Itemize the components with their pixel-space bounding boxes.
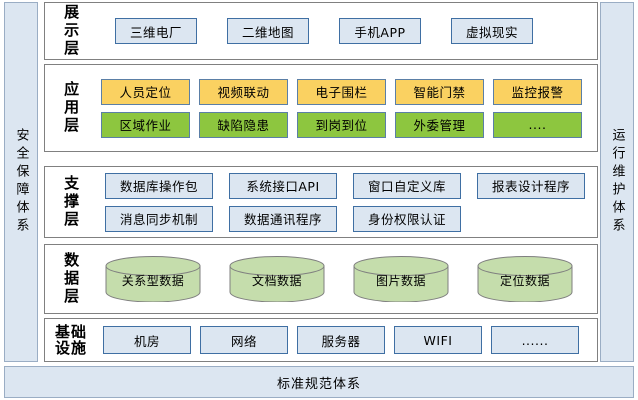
cylinder-shape-icon — [477, 256, 573, 302]
cylinder-label-0: 关系型数据 — [121, 274, 185, 288]
node-application-7[interactable]: 到岗到位 — [297, 111, 386, 138]
right-rail-label: 运行维护体系 — [609, 128, 625, 236]
cylinder-location-data[interactable]: 定位数据 — [477, 256, 573, 302]
node-application-8[interactable]: 外委管理 — [395, 111, 484, 138]
node-application-6[interactable]: 缺陷隐患 — [199, 111, 288, 138]
node-presentation-0[interactable]: 三维电厂 — [115, 18, 197, 44]
node-infrastructure-4[interactable]: ...... — [491, 326, 579, 354]
node-application-0[interactable]: 人员定位 — [101, 78, 190, 105]
node-infrastructure-3[interactable]: WIFI — [394, 326, 482, 354]
layer-support-label: 支撑层 — [62, 175, 81, 229]
node-support-5[interactable]: 数据通讯程序 — [229, 205, 337, 232]
layer-application: 应用层 人员定位 视频联动 电子围栏 智能门禁 监控报警 区域作业 缺陷隐患 到… — [44, 64, 598, 152]
node-support-0[interactable]: 数据库操作包 — [105, 172, 213, 199]
layer-presentation-body: 三维电厂 二维地图 手机APP 虚拟现实 — [97, 18, 597, 44]
node-infrastructure-2[interactable]: 服务器 — [297, 326, 385, 354]
node-application-5[interactable]: 区域作业 — [101, 111, 190, 138]
layer-application-label: 应用层 — [62, 81, 81, 135]
cylinder-label-2: 图片数据 — [375, 274, 426, 288]
layer-data-body: 关系型数据 文档数据 图片数据 — [97, 256, 597, 302]
node-presentation-1[interactable]: 二维地图 — [227, 18, 309, 44]
left-rail-security-system: 安全保障体系 — [4, 2, 38, 362]
node-presentation-3[interactable]: 虚拟现实 — [451, 18, 533, 44]
infrastructure-row-1: 机房 网络 服务器 WIFI ...... — [97, 326, 591, 354]
left-rail-label: 安全保障体系 — [13, 128, 29, 236]
node-support-1[interactable]: 系统接口API — [229, 172, 337, 199]
node-presentation-2[interactable]: 手机APP — [339, 18, 421, 44]
node-support-4[interactable]: 消息同步机制 — [105, 205, 213, 232]
node-infrastructure-1[interactable]: 网络 — [200, 326, 288, 354]
cylinder-shape-icon — [229, 256, 325, 302]
cylinder-relational-data[interactable]: 关系型数据 — [105, 256, 201, 302]
support-row-2: 消息同步机制 数据通讯程序 身份权限认证 — [97, 205, 591, 232]
node-support-6[interactable]: 身份权限认证 — [353, 205, 461, 232]
cylinder-shape-icon — [105, 256, 201, 302]
node-application-1[interactable]: 视频联动 — [199, 78, 288, 105]
layer-support-body: 数据库操作包 系统接口API 窗口自定义库 报表设计程序 消息同步机制 数据通讯… — [97, 172, 597, 232]
support-row-1: 数据库操作包 系统接口API 窗口自定义库 报表设计程序 — [97, 172, 591, 199]
cylinder-shape-icon — [353, 256, 449, 302]
bottom-bar-label: 标准规范体系 — [276, 376, 361, 392]
layer-infrastructure-label: 基础 设施 — [54, 322, 87, 357]
layer-data: 数据层 关系型数据 文档数据 — [44, 244, 598, 314]
layer-presentation-label: 展示层 — [62, 4, 81, 58]
layer-data-label: 数据层 — [62, 252, 81, 306]
layer-presentation: 展示层 三维电厂 二维地图 手机APP 虚拟现实 — [44, 2, 598, 60]
node-application-4[interactable]: 监控报警 — [493, 78, 582, 105]
node-infrastructure-0[interactable]: 机房 — [103, 326, 191, 354]
cylinder-document-data[interactable]: 文档数据 — [229, 256, 325, 302]
node-support-3[interactable]: 报表设计程序 — [477, 172, 585, 199]
layer-infrastructure: 基础 设施 机房 网络 服务器 WIFI ...... — [44, 318, 598, 362]
cylinder-image-data[interactable]: 图片数据 — [353, 256, 449, 302]
application-row-2: 区域作业 缺陷隐患 到岗到位 外委管理 .... — [97, 111, 591, 138]
node-application-9[interactable]: .... — [493, 111, 582, 138]
layer-infrastructure-body: 机房 网络 服务器 WIFI ...... — [97, 326, 597, 354]
presentation-row-1: 三维电厂 二维地图 手机APP 虚拟现实 — [97, 18, 591, 44]
data-row-1: 关系型数据 文档数据 图片数据 — [97, 256, 591, 302]
cylinder-label-1: 文档数据 — [251, 274, 302, 288]
bottom-bar-standard-specification-system: 标准规范体系 — [4, 366, 634, 398]
node-support-2[interactable]: 窗口自定义库 — [353, 172, 461, 199]
node-application-3[interactable]: 智能门禁 — [395, 78, 484, 105]
layer-application-body: 人员定位 视频联动 电子围栏 智能门禁 监控报警 区域作业 缺陷隐患 到岗到位 … — [97, 78, 597, 138]
node-application-2[interactable]: 电子围栏 — [297, 78, 386, 105]
right-rail-operation-maintenance-system: 运行维护体系 — [600, 2, 634, 362]
application-row-1: 人员定位 视频联动 电子围栏 智能门禁 监控报警 — [97, 78, 591, 105]
layer-support: 支撑层 数据库操作包 系统接口API 窗口自定义库 报表设计程序 消息同步机制 … — [44, 166, 598, 238]
cylinder-label-3: 定位数据 — [499, 274, 550, 288]
